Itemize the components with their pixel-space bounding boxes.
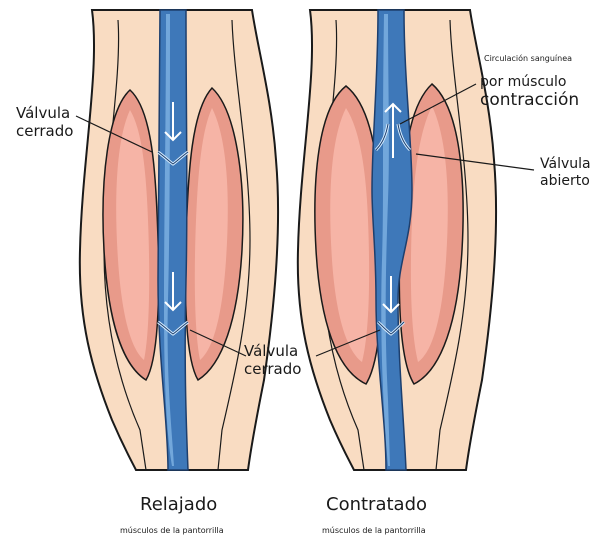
left-leg-subtitle: músculos de la pantorrilla [120, 526, 224, 536]
left-valve-bottom-label: Válvula cerrado [244, 342, 301, 378]
right-leg-subtitle: músculos de la pantorrilla [322, 526, 426, 536]
left-valve-bottom-label-line2: cerrado [244, 360, 301, 378]
right-leg [298, 10, 496, 470]
left-valve-bottom-label-line1: Válvula [244, 342, 301, 360]
left-valve-top-label: Válvula cerrado [16, 104, 73, 140]
right-valve-label-line1: Válvula [540, 156, 591, 173]
left-leg-title: Relajado [140, 494, 217, 516]
left-valve-top-label-line2: cerrado [16, 122, 73, 140]
right-valve-label-line2: abierto [540, 173, 591, 190]
right-flow-label-line2: por músculo [480, 74, 579, 91]
right-flow-label-line1: Circulación sanguínea [484, 54, 579, 64]
right-valve-label: Válvula abierto [540, 156, 591, 190]
right-flow-label: Circulación sanguínea por músculo contra… [480, 54, 579, 111]
right-flow-label-line3: contracción [480, 90, 579, 110]
left-leg [80, 10, 278, 470]
left-valve-top-label-line1: Válvula [16, 104, 73, 122]
right-leg-title: Contratado [326, 494, 427, 516]
